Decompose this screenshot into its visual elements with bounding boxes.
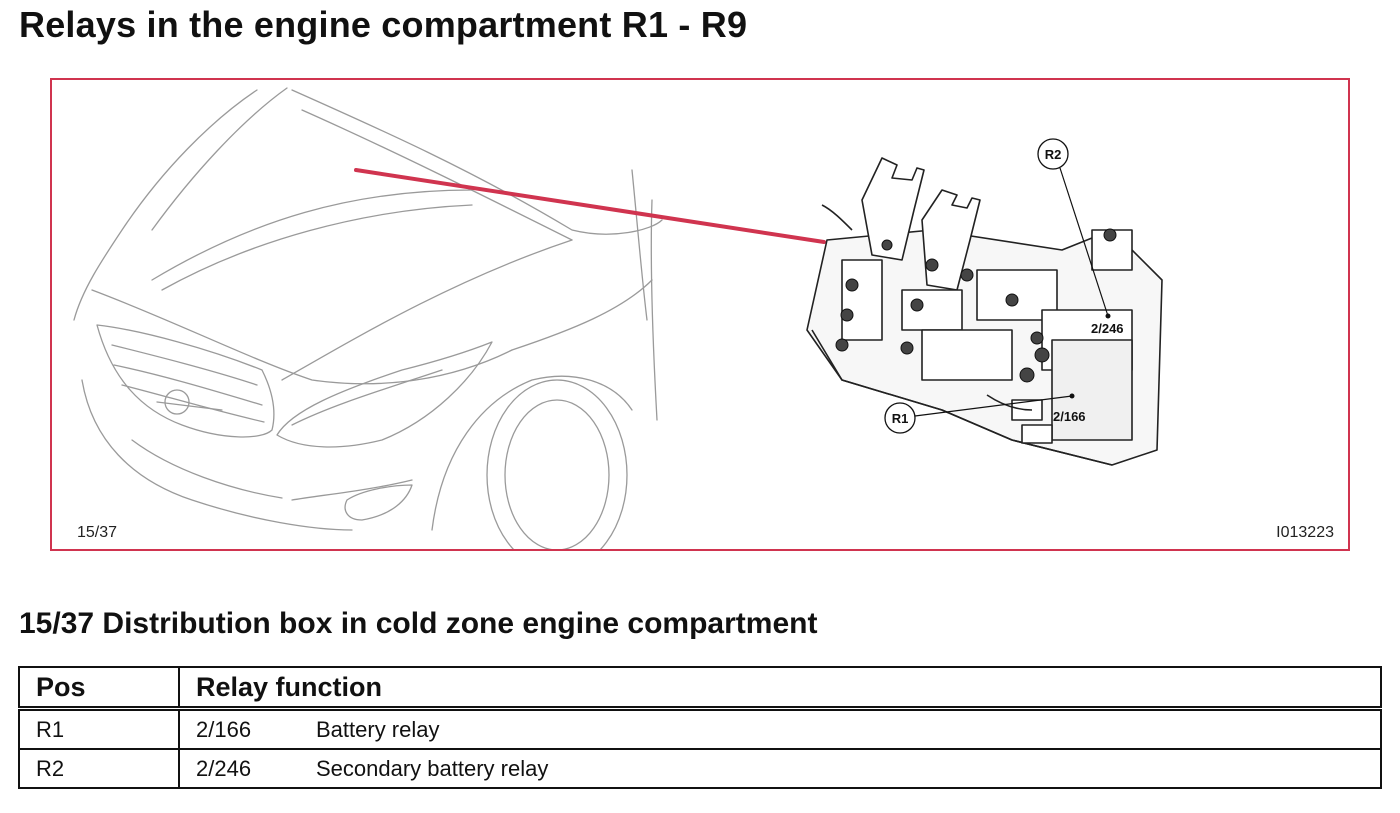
figure-id: I013223: [1276, 524, 1334, 541]
callout-r2-label: R2: [1045, 147, 1062, 162]
pointer-line: [354, 168, 826, 244]
engine-compartment-illustration: R2 2/246 R1 2/166: [73, 87, 1163, 549]
header-pos: Pos: [18, 666, 180, 711]
figure-frame: R2 2/246 R1 2/166 15/37 I013223: [50, 78, 1350, 551]
cell-relay-function: 2/246 Secondary battery relay: [178, 748, 1382, 789]
cell-pos: R2: [18, 748, 180, 789]
relay-code: 2/246: [196, 755, 252, 781]
header-relay-function: Relay function: [178, 666, 1382, 711]
car-outline-drawing: [73, 87, 663, 549]
page-title: Relays in the engine compartment R1 - R9: [19, 4, 748, 45]
distribution-box-drawing: [806, 157, 1163, 466]
callout-r2-code: 2/246: [1091, 321, 1124, 336]
relay-description: Battery relay: [316, 716, 440, 742]
relay-code: 2/166: [196, 716, 252, 742]
relay-description: Secondary battery relay: [316, 755, 549, 781]
relay-table: Pos Relay function R1 2/166 Battery relay…: [18, 666, 1382, 789]
callout-r1-label: R1: [892, 411, 909, 426]
callout-r1: R1 2/166: [884, 393, 1086, 434]
callout-r2: R2 2/246: [1037, 138, 1124, 336]
cell-pos: R1: [18, 707, 180, 750]
cell-relay-function: 2/166 Battery relay: [178, 707, 1382, 750]
callout-r1-code: 2/166: [1053, 409, 1086, 424]
section-heading: 15/37 Distribution box in cold zone engi…: [19, 607, 818, 640]
figure-number: 15/37: [77, 524, 118, 541]
table-row: R1 2/166 Battery relay: [18, 707, 1382, 750]
table-row: R2 2/246 Secondary battery relay: [18, 748, 1382, 789]
table-header-row: Pos Relay function: [18, 666, 1382, 711]
